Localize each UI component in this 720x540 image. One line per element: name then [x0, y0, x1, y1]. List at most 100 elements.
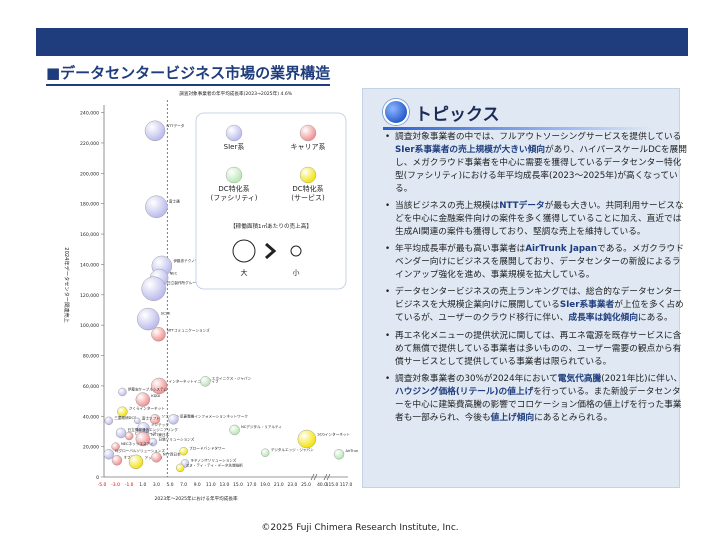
copyright: ©2025 Fuji Chimera Research Institute, I… [261, 523, 459, 533]
point-label: 日立情報通信エンジニアリング [128, 427, 179, 432]
y-tick-label: 80,000 [83, 354, 99, 360]
x-tick-label: 115.0 [326, 482, 339, 488]
legend-label-line: (ファシリティ) [210, 194, 257, 202]
point-label: さくらインターネット [129, 406, 165, 411]
topic-highlight: 電気代高騰 [557, 373, 602, 384]
topics-list: 調査対象事業者の中では、フルアウトソーシングサービスを提供しているSIer系事業… [369, 131, 689, 429]
chart-svg: 020,00040,00060,00080,000100,000120,0001… [63, 90, 359, 502]
topic-text: が最も大きい。共同利用サービスなどを中心に金融案件向けの案件を多く獲得しているこ… [395, 201, 684, 237]
bubble-point [168, 414, 179, 425]
point-label: SCSK [161, 312, 171, 316]
bubble-point [111, 455, 123, 466]
legend-box [195, 112, 347, 290]
legend-marker [299, 166, 317, 184]
bubble-point [135, 392, 151, 407]
bubble-point [135, 431, 151, 447]
bubble-point [260, 448, 270, 457]
point-label: エクイニクス・ジャパン [212, 375, 252, 380]
bubble-point [134, 417, 141, 425]
y-tick-label: 0 [96, 475, 99, 481]
topic-item: 調査対象事業者の30%が2024年において電気代高騰(2021年比)に伴い、ハウ… [385, 373, 689, 425]
axis-break-mark [323, 473, 331, 481]
legend-marker [225, 166, 243, 184]
y-tick-label: 240,000 [80, 111, 99, 117]
legend-size-big-label: 大 [241, 268, 248, 277]
point-label: 日立製作所グループ [167, 280, 200, 285]
point-label: NTT西日本 [163, 451, 181, 456]
bubble-point [104, 416, 113, 426]
bubble-point [149, 414, 161, 425]
x-tick-label: 13.0 [220, 482, 230, 488]
bubble-point [297, 429, 317, 449]
x-tick-label: -3.0 [111, 482, 120, 488]
y-tick-label: 120,000 [80, 293, 99, 299]
point-label: 伊藤忠ケーブルシステム [128, 386, 168, 391]
topic-text: にあるとみられる。 [534, 412, 613, 423]
bubble-point [144, 120, 166, 142]
legend-marker [299, 124, 317, 142]
topic-text: 調査対象事業者の中では、フルアウトソーシングサービスを提供している [395, 132, 682, 142]
y-tick-label: 20,000 [83, 445, 99, 451]
topic-item: データセンタービジネスの売上ランキングでは、総合的なデータセンタービジネスを大規… [385, 286, 689, 325]
x-tick-label: 21.0 [274, 482, 284, 488]
page-title: ■データセンタービジネス市場の業界構造 [46, 64, 331, 86]
topic-highlight: NTTデータ [499, 201, 545, 212]
point-label: 三菱総研DCS [114, 415, 137, 420]
point-label: NECネッツエスアイ [121, 441, 154, 446]
legend-size-big-marker [232, 239, 256, 263]
point-label: AirTrunk Japan [346, 449, 359, 453]
topic-text: 再エネ化メニューの提供状況に関しては、再エネ電源を既存サービスに含めて無償で提供… [395, 330, 682, 367]
legend-label-line: キャリア系 [291, 142, 326, 151]
x-tick-label: 19.0 [260, 482, 270, 488]
topic-item: 年平均成長率が最も高い事業者はAirTrunk Japanである。メガクラウドベ… [385, 243, 689, 282]
bubble-point [229, 424, 240, 436]
bubble-point [148, 437, 158, 447]
x-tick-label: 1.0 [139, 482, 146, 488]
point-label: 富士ソフト [142, 416, 160, 421]
topic-item: 調査対象事業者の中では、フルアウトソーシングサービスを提供しているSIer系事業… [385, 131, 689, 196]
legend-size-small-marker [290, 245, 302, 257]
x-tick-label: 117.0 [340, 482, 353, 488]
topic-highlight: ハウジング価格(リテール)の値上げ [395, 386, 534, 397]
topics-panel: トピックス 調査対象事業者の中では、フルアウトソーシングサービスを提供しているS… [362, 88, 687, 488]
legend-marker [225, 124, 243, 142]
point-label: NTTデータ [167, 123, 185, 128]
legend-label-line: DC特化系 [218, 184, 249, 193]
point-label: インテック [151, 422, 169, 427]
y-tick-label: 180,000 [80, 202, 99, 208]
x-tick-label: 15.0 [233, 482, 243, 488]
legend-label-line: (サービス) [291, 193, 325, 202]
bubble-point [124, 431, 134, 441]
x-tick-label: 9.0 [194, 482, 201, 488]
legend-arrow-icon [265, 242, 277, 260]
bubble-point [175, 463, 185, 473]
globe-icon [383, 99, 409, 125]
legend-size-small-label: 小 [293, 268, 300, 277]
point-label: キヤノンITソリューションズ [190, 458, 236, 463]
bubble-point [111, 442, 120, 451]
y-tick-label: 160,000 [80, 232, 99, 238]
point-label: デジタルエッジ・ジャパン [271, 447, 314, 452]
point-label: NEC [170, 271, 178, 275]
topic-highlight: AirTrunk Japan [525, 244, 598, 255]
x-tick-label: 17.0 [247, 482, 257, 488]
axis-break-mark [310, 473, 318, 481]
legend-label: SIer系 [224, 142, 245, 151]
topics-title: トピックス [415, 104, 500, 125]
bubble-point [117, 406, 128, 417]
point-label: エヌ・ティ・ティ・データ先端技術 [186, 462, 243, 467]
legend-label-line: SIer系 [224, 142, 245, 151]
point-label: NCデジタル・リアルティ [241, 424, 282, 429]
bubble-point [145, 195, 168, 218]
topic-text: が上位を多く占めているが、ユーザーのクラウド移行に伴い、 [395, 300, 684, 324]
topics-header: トピックス [383, 99, 500, 125]
topic-text: (2021年比)に伴い、 [601, 373, 683, 384]
x-tick-label: 3.0 [153, 482, 160, 488]
topics-underline [383, 127, 653, 130]
bubble-point [333, 449, 345, 460]
x-tick-label: 5.0 [167, 482, 174, 488]
legend-label: DC特化系(ファシリティ) [210, 184, 257, 202]
bubble-point [151, 327, 166, 342]
bubble-point [118, 387, 127, 397]
